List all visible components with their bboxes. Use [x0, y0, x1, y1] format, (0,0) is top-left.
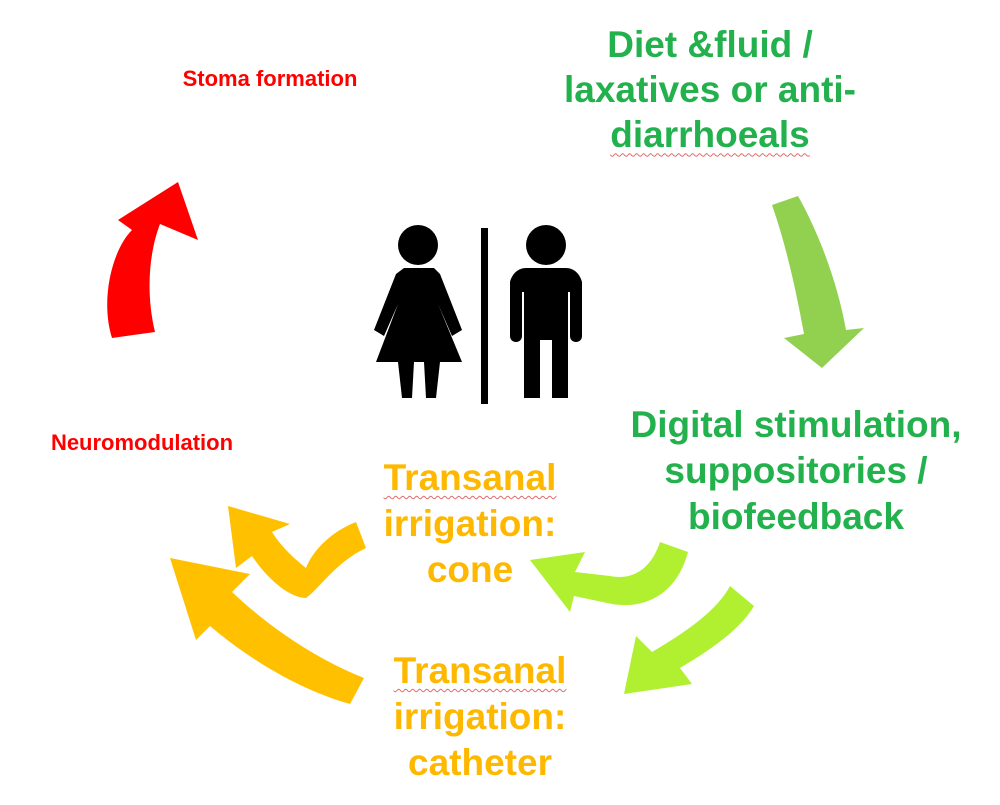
- diet-line-1: Diet &fluid /: [607, 24, 813, 65]
- catheter-line-2: irrigation:: [393, 695, 567, 737]
- digital-stimulation-label: Digital stimulation, suppositories / bio…: [596, 402, 996, 540]
- diet-line-2: laxatives or anti-: [563, 69, 856, 111]
- digital-line-1: Digital stimulation,: [630, 404, 962, 445]
- stoma-formation-text: Stoma formation: [182, 66, 358, 91]
- man-icon: [510, 225, 582, 398]
- arrow-digital-to-catheter: [624, 586, 754, 694]
- catheter-line-3: catheter: [408, 741, 552, 783]
- restroom-icon: [374, 225, 582, 404]
- arrow-to-stoma: [107, 182, 198, 338]
- digital-line-2: suppositories /: [664, 449, 928, 491]
- arrow-cone-to-neuromodulation: [228, 506, 366, 598]
- woman-icon: [374, 225, 462, 398]
- cone-line-3: cone: [426, 548, 514, 590]
- cone-line-1: Transanal: [383, 457, 557, 498]
- digital-line-3: biofeedback: [688, 495, 904, 537]
- cone-line-2: irrigation:: [383, 502, 557, 544]
- diet-line-3: diarrhoeals: [610, 114, 810, 156]
- neuromodulation-label: Neuromodulation: [12, 430, 272, 457]
- transanal-irrigation-catheter-label: Transanal irrigation: catheter: [360, 648, 600, 786]
- neuromodulation-text: Neuromodulation: [50, 430, 234, 455]
- arrow-digital-to-cone: [530, 542, 688, 612]
- catheter-line-1: Transanal: [393, 650, 567, 691]
- arrow-catheter-to-neuromodulation: [170, 558, 364, 704]
- divider-bar: [481, 228, 488, 404]
- transanal-irrigation-cone-label: Transanal irrigation: cone: [350, 455, 590, 593]
- arrow-diet-to-digital: [772, 196, 864, 368]
- stoma-formation-label: Stoma formation: [150, 66, 390, 93]
- diet-fluid-label: Diet &fluid / laxatives or anti- diarrho…: [500, 22, 920, 157]
